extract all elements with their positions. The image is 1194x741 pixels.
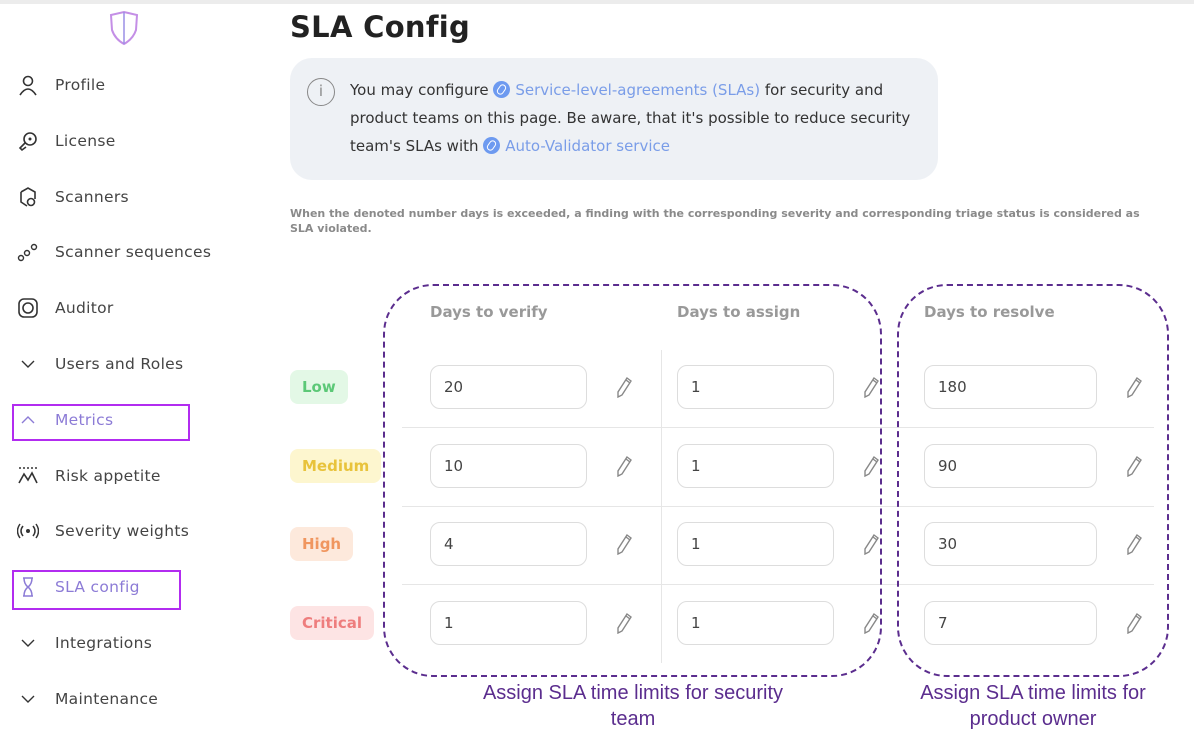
- chevron-down-icon: [16, 352, 40, 376]
- days-to-assign-input[interactable]: 1: [677, 522, 834, 566]
- info-icon: i: [307, 78, 335, 106]
- chevron-down-icon: [16, 687, 40, 711]
- sidebar-item-label: Severity weights: [55, 522, 190, 541]
- link-icon: [483, 137, 501, 154]
- sidebar-item-label: SLA config: [55, 578, 140, 597]
- info-text: You may configure: [350, 81, 494, 99]
- sidebar-item-maintenance[interactable]: Maintenance: [16, 681, 158, 717]
- days-to-verify-input[interactable]: 4: [430, 522, 587, 566]
- sidebar-item-scanner-sequences[interactable]: Scanner sequences: [16, 234, 211, 270]
- days-to-verify-input[interactable]: 20: [430, 365, 587, 409]
- sidebar-item-label: Profile: [55, 76, 106, 94]
- days-to-resolve-input[interactable]: 180: [924, 365, 1097, 409]
- days-to-resolve-input[interactable]: 7: [924, 600, 1097, 645]
- sidebar-item-label: Scanners: [55, 187, 129, 206]
- sidebar-item-label: Integrations: [55, 634, 153, 652]
- days-to-assign-input[interactable]: 1: [677, 600, 834, 645]
- security-annotation: Assign SLA time limits for security team: [482, 682, 784, 730]
- edit-pencil-icon[interactable]: [614, 376, 634, 399]
- row-divider: [402, 427, 1154, 428]
- days-to-assign-input[interactable]: 1: [677, 443, 834, 488]
- sla-note: When the denoted number days is exceeded…: [290, 207, 1140, 235]
- sidebar-item-sla-config[interactable]: SLA config: [16, 569, 140, 605]
- user-icon: [16, 73, 40, 97]
- edit-pencil-icon[interactable]: [1124, 533, 1144, 556]
- header-days-to-assign: Days to assign: [677, 303, 801, 321]
- product-annotation: Assign SLA time limits for product owner: [920, 682, 1146, 730]
- auditor-icon: [16, 296, 40, 320]
- edit-pencil-icon[interactable]: [861, 533, 881, 556]
- days-to-verify-input[interactable]: 1: [430, 600, 587, 645]
- info-box: i You may configure Service-level-agreem…: [290, 58, 938, 180]
- row-divider: [402, 505, 1154, 507]
- severity-badge-low: Low: [290, 370, 348, 404]
- auto-validator-link[interactable]: Auto-Validator service: [505, 137, 670, 155]
- sequence-icon: [16, 240, 40, 264]
- metrics-highlight: [12, 404, 190, 441]
- days-to-verify-input[interactable]: 10: [430, 443, 587, 488]
- sidebar-item-users-and-roles[interactable]: Users and Roles: [16, 346, 183, 382]
- scanner-icon: [16, 185, 40, 209]
- edit-pencil-icon[interactable]: [1124, 376, 1144, 399]
- sidebar-item-integrations[interactable]: Integrations: [16, 625, 152, 661]
- sidebar-item-label: Auditor: [55, 299, 114, 318]
- top-bar: [0, 0, 1194, 4]
- sidebar-item-label: Maintenance: [55, 689, 159, 708]
- edit-pencil-icon[interactable]: [614, 612, 634, 634]
- sidebar-item-profile[interactable]: Profile: [16, 67, 105, 103]
- sla-config-highlight: [12, 570, 181, 610]
- edit-pencil-icon[interactable]: [614, 533, 634, 556]
- info-text: for security and product teams on this p…: [350, 81, 911, 155]
- risk-icon: [16, 464, 40, 488]
- sidebar-item-risk-appetite[interactable]: Risk appetite: [16, 458, 161, 494]
- hourglass-icon: [16, 575, 40, 599]
- severity-badge-high: High: [290, 527, 354, 561]
- sidebar-item-label: Metrics: [55, 410, 114, 429]
- key-icon: [16, 129, 40, 153]
- sidebar-item-severity-weights[interactable]: Severity weights: [16, 513, 189, 549]
- edit-pencil-icon[interactable]: [861, 455, 881, 477]
- row-divider: [402, 584, 1154, 585]
- column-divider: [661, 350, 662, 663]
- days-to-resolve-input[interactable]: 30: [924, 522, 1097, 566]
- edit-pencil-icon[interactable]: [614, 455, 634, 477]
- severity-badge-medium: Medium: [290, 448, 382, 483]
- days-to-assign-input[interactable]: 1: [677, 365, 834, 409]
- sidebar-item-metrics[interactable]: Metrics: [16, 402, 113, 438]
- edit-pencil-icon[interactable]: [861, 376, 881, 399]
- sidebar-item-label: Scanner sequences: [55, 243, 212, 262]
- header-days-to-verify: Days to verify: [430, 303, 548, 321]
- chevron-up-icon: [16, 408, 40, 432]
- severity-badge-critical: Critical: [290, 605, 375, 640]
- sidebar-item-license[interactable]: License: [16, 123, 116, 159]
- header-days-to-resolve: Days to resolve: [924, 303, 1055, 321]
- broadcast-icon: [16, 519, 40, 543]
- link-icon: [493, 81, 511, 98]
- sla-link[interactable]: Service-level-agreements (SLAs): [515, 81, 761, 99]
- chevron-down-icon: [16, 631, 40, 655]
- sidebar-item-label: License: [55, 131, 116, 150]
- sidebar-item-auditor[interactable]: Auditor: [16, 290, 114, 326]
- days-to-resolve-input[interactable]: 90: [924, 443, 1097, 488]
- sidebar-item-label: Risk appetite: [55, 466, 161, 485]
- sidebar-item-scanners[interactable]: Scanners: [16, 179, 129, 215]
- edit-pencil-icon[interactable]: [1124, 455, 1144, 477]
- page-title: SLA Config: [290, 10, 471, 44]
- sidebar-item-label: Users and Roles: [55, 355, 184, 373]
- security-team-group: [383, 284, 882, 677]
- product-owner-group: [897, 284, 1169, 677]
- shield-logo-icon[interactable]: [108, 10, 140, 50]
